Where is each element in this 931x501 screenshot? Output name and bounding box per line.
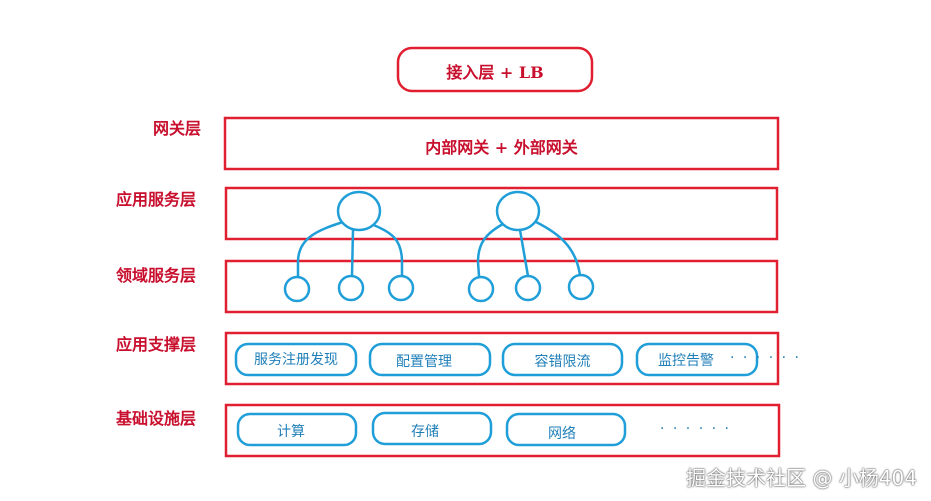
domain-service-node-2 [337, 274, 365, 302]
domain-service-node-5 [514, 274, 542, 302]
watermark: 掘金技术社区 @ 小杨404 [686, 466, 917, 490]
gateway-layer-content: 内部网关 + 外部网关 [425, 138, 578, 157]
domain-service-node-1 [283, 275, 311, 303]
pill-compute-label: 计算 [277, 424, 305, 440]
domain-service-layer-box [224, 259, 779, 314]
access-layer-text: 接入层 + LB [446, 63, 544, 82]
app-service-layer-box [224, 186, 779, 241]
app-service-node-2 [495, 190, 541, 232]
infrastructure-layer-box [224, 403, 781, 458]
infrastructure-more: · · · · · · [660, 421, 731, 437]
app-support-layer-box [224, 331, 780, 386]
pill-config-management-label: 配置管理 [396, 354, 452, 370]
service-tree-left [283, 190, 415, 303]
domain-service-node-6 [567, 273, 595, 301]
pill-storage [371, 411, 493, 446]
pill-network [505, 412, 627, 447]
pill-monitoring [635, 342, 759, 377]
app-support-layer-label: 应用支撑层 [116, 335, 197, 354]
pill-service-discovery-label: 服务注册发现 [254, 352, 338, 368]
pill-storage-label: 存储 [411, 424, 439, 440]
pill-monitoring-label: 监控告警 [658, 353, 714, 369]
gateway-layer-box [223, 116, 780, 171]
domain-service-node-3 [387, 274, 415, 302]
pill-service-discovery [234, 342, 358, 377]
gateway-layer-label: 网关层 [153, 119, 202, 138]
access-layer-box [396, 46, 594, 93]
app-service-layer-label: 应用服务层 [116, 190, 197, 209]
pill-config-management [368, 342, 492, 377]
infrastructure-layer-label: 基础设施层 [116, 409, 197, 428]
app-support-more: · · · · · · [730, 350, 801, 366]
pill-network-label: 网络 [548, 426, 576, 442]
service-tree-right [467, 190, 595, 303]
pill-compute [236, 412, 358, 447]
pill-fault-tolerance [501, 342, 624, 377]
domain-service-node-4 [467, 275, 495, 303]
pill-fault-tolerance-label: 容错限流 [534, 354, 591, 370]
domain-service-layer-label: 领域服务层 [116, 266, 197, 285]
app-service-node-1 [336, 190, 382, 232]
